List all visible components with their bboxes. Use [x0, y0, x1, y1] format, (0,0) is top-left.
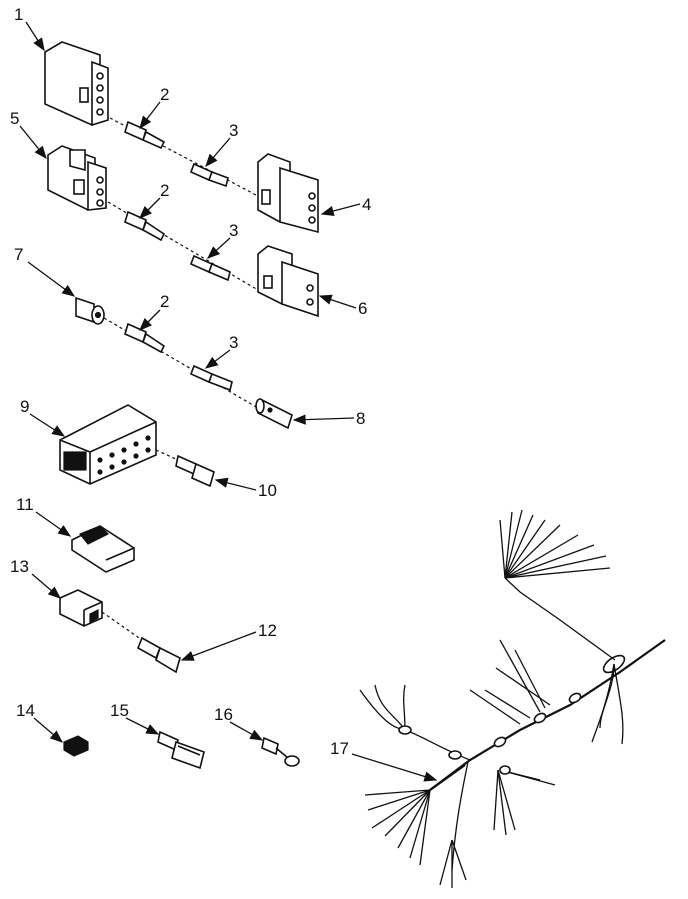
callout-5: 5 [10, 109, 19, 128]
callout-13: 13 [10, 557, 29, 576]
callout-4: 4 [362, 195, 371, 214]
part-5-connector-housing [47, 145, 107, 211]
callout-3: 3 [229, 333, 238, 352]
callout-6: 6 [358, 299, 367, 318]
part-4-connector-housing [257, 153, 319, 234]
callout-15: 15 [110, 701, 129, 720]
part-15-terminal [157, 730, 205, 770]
callout-2: 2 [160, 292, 169, 311]
part-17-wire-harness [359, 509, 666, 888]
part-16-ring-terminal [261, 736, 300, 767]
part-7-bullet-connector [75, 296, 105, 325]
part-11-terminal-housing [71, 525, 135, 573]
callout-16: 16 [214, 705, 233, 724]
callout-3: 3 [229, 121, 238, 140]
terminal-row-3 [103, 317, 259, 409]
callout-1: 1 [14, 5, 23, 24]
part-1-connector-housing [44, 41, 109, 127]
terminal-row-2 [107, 201, 259, 291]
callout-2: 2 [160, 85, 169, 104]
callout-9: 9 [20, 397, 29, 416]
callout-8: 8 [356, 409, 365, 428]
part-8-insulator-sleeve [255, 398, 293, 430]
callout-17: 17 [330, 739, 349, 758]
callout-12: 12 [258, 621, 277, 640]
part-14-clip [63, 735, 89, 757]
callout-labels: 1 2 3 4 5 2 3 6 7 2 3 8 9 10 11 12 13 14… [10, 5, 371, 758]
part-10-terminal [175, 454, 215, 488]
callout-2: 2 [160, 181, 169, 200]
callout-11: 11 [16, 495, 34, 514]
callout-10: 10 [258, 481, 277, 500]
callout-14: 14 [16, 701, 35, 720]
leader-lines [19, 21, 438, 782]
part-6-connector-housing [257, 245, 319, 318]
callout-7: 7 [14, 245, 23, 264]
part-9-connector-block [59, 404, 179, 485]
part-13-connector [59, 589, 143, 641]
callout-3: 3 [229, 221, 238, 240]
part-12-terminal [136, 636, 181, 674]
